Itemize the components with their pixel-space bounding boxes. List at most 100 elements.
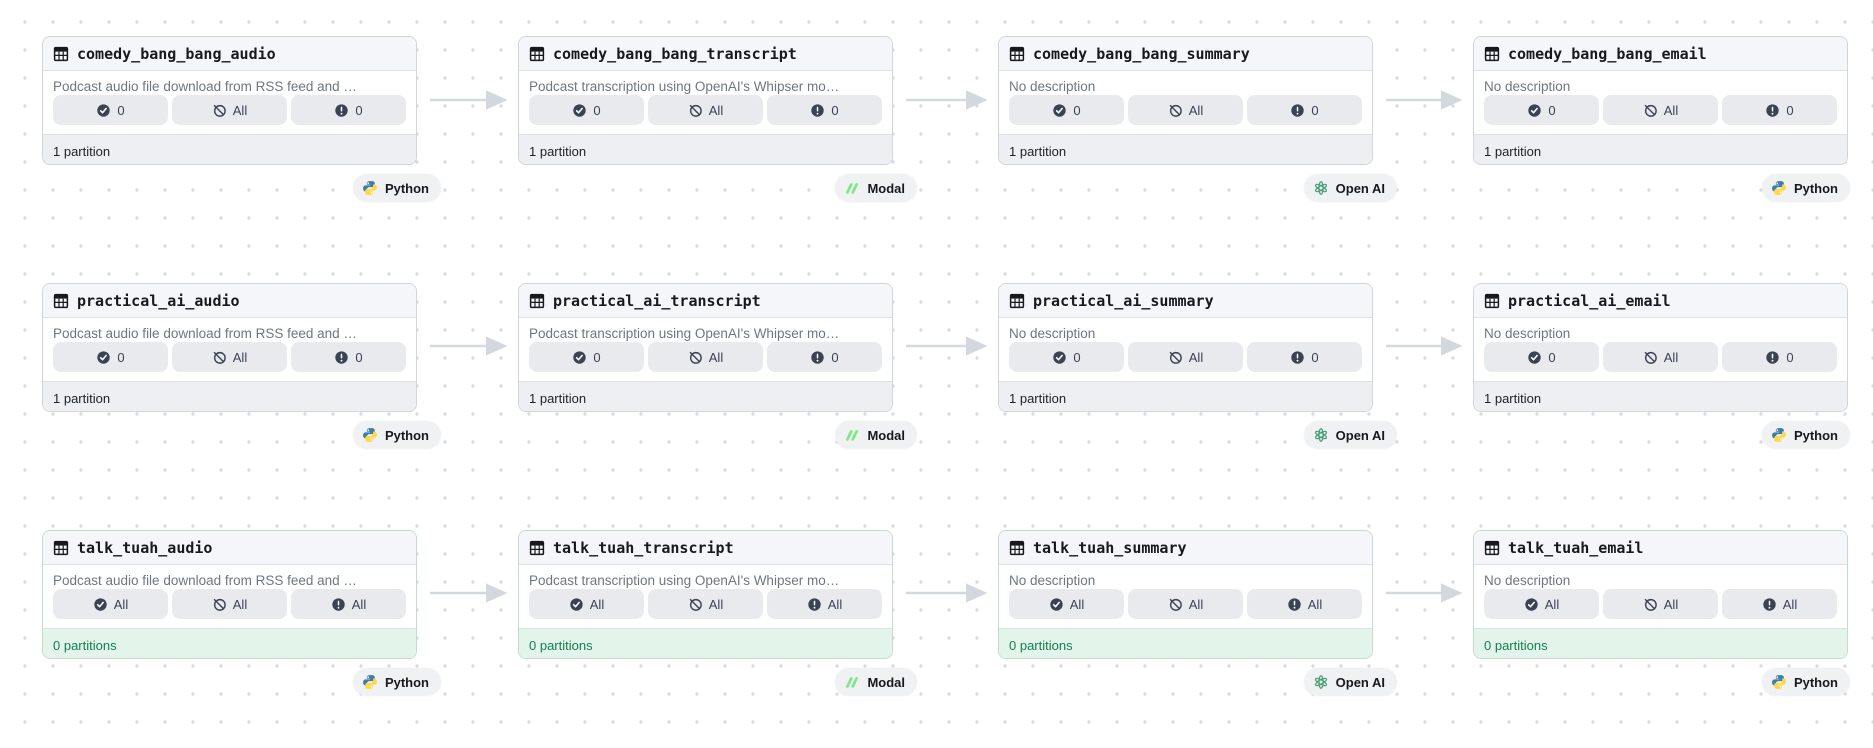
missing-count-badge[interactable]: All bbox=[648, 589, 763, 619]
partition-footer: 0 partitions bbox=[43, 628, 416, 658]
python-icon bbox=[362, 674, 378, 690]
compute-kind-tag[interactable]: Python bbox=[1761, 421, 1850, 449]
materialized-count-badge[interactable]: 0 bbox=[529, 342, 644, 372]
asset-badge-row: 0 All bbox=[53, 342, 406, 372]
missing-count-badge[interactable]: All bbox=[172, 342, 287, 372]
asset-description: No description bbox=[1484, 79, 1571, 94]
asset-card-header: practical_ai_audio bbox=[43, 284, 416, 318]
asset-node[interactable]: practical_ai_transcript Podcast transcri… bbox=[518, 283, 917, 449]
asset-node[interactable]: practical_ai_summary No description 0 bbox=[998, 283, 1397, 449]
partition-footer: 1 partition bbox=[999, 381, 1372, 411]
missing-count-badge[interactable]: All bbox=[1603, 342, 1718, 372]
compute-kind-tag[interactable]: Python bbox=[352, 174, 441, 202]
materialized-count-badge[interactable]: 0 bbox=[529, 95, 644, 125]
asset-card-body: No description 0 bbox=[1474, 71, 1847, 134]
materialized-count-badge[interactable]: All bbox=[1009, 589, 1124, 619]
asset-card[interactable]: practical_ai_summary No description 0 bbox=[998, 283, 1373, 412]
table-icon bbox=[529, 540, 545, 556]
compute-kind-tag[interactable]: Open AI bbox=[1303, 421, 1397, 449]
asset-node[interactable]: practical_ai_email No description 0 bbox=[1473, 283, 1850, 449]
badge-value: 0 bbox=[1073, 349, 1081, 365]
failed-count-badge[interactable]: 0 bbox=[291, 95, 406, 125]
failed-count-badge[interactable]: All bbox=[291, 589, 406, 619]
asset-node[interactable]: talk_tuah_summary No description All bbox=[998, 530, 1397, 696]
compute-kind-tag[interactable]: Python bbox=[352, 668, 441, 696]
asset-node[interactable]: talk_tuah_transcript Podcast transcripti… bbox=[518, 530, 917, 696]
failed-count-badge[interactable]: All bbox=[767, 589, 882, 619]
missing-count-badge[interactable]: All bbox=[1128, 95, 1243, 125]
materialized-count-badge[interactable]: 0 bbox=[53, 342, 168, 372]
asset-card[interactable]: practical_ai_transcript Podcast transcri… bbox=[518, 283, 893, 412]
asset-node[interactable]: comedy_bang_bang_summary No description … bbox=[998, 36, 1397, 202]
compute-kind-tag[interactable]: Modal bbox=[835, 174, 917, 202]
asset-name: talk_tuah_summary bbox=[1033, 538, 1187, 557]
table-icon bbox=[53, 293, 69, 309]
asset-description: No description bbox=[1009, 79, 1096, 94]
asset-node[interactable]: comedy_bang_bang_transcript Podcast tran… bbox=[518, 36, 917, 202]
partition-count: 1 partition bbox=[1009, 143, 1067, 159]
asset-card[interactable]: talk_tuah_audio Podcast audio file downl… bbox=[42, 530, 417, 659]
materialized-count-badge[interactable]: All bbox=[1484, 589, 1599, 619]
failed-count-badge[interactable]: 0 bbox=[1722, 95, 1837, 125]
compute-kind-tag[interactable]: Python bbox=[352, 421, 441, 449]
failed-count-badge[interactable]: All bbox=[1247, 589, 1362, 619]
compute-kind-tag[interactable]: Python bbox=[1761, 174, 1850, 202]
compute-kind-tag[interactable]: Modal bbox=[835, 421, 917, 449]
python-icon bbox=[1771, 180, 1787, 196]
compute-kind-label: Python bbox=[384, 427, 429, 443]
missing-count-badge[interactable]: All bbox=[172, 589, 287, 619]
asset-card[interactable]: comedy_bang_bang_transcript Podcast tran… bbox=[518, 36, 893, 165]
asset-card[interactable]: practical_ai_email No description 0 bbox=[1473, 283, 1848, 412]
failed-count-badge[interactable]: 0 bbox=[767, 95, 882, 125]
asset-node[interactable]: practical_ai_audio Podcast audio file do… bbox=[42, 283, 441, 449]
partition-count: 0 partitions bbox=[53, 637, 117, 653]
failed-count-badge[interactable]: 0 bbox=[1247, 342, 1362, 372]
asset-card[interactable]: talk_tuah_summary No description All bbox=[998, 530, 1373, 659]
table-icon bbox=[53, 46, 69, 62]
asset-card[interactable]: talk_tuah_email No description All bbox=[1473, 530, 1848, 659]
asset-card[interactable]: comedy_bang_bang_summary No description … bbox=[998, 36, 1373, 165]
compute-kind-label: Python bbox=[1793, 180, 1838, 196]
table-icon bbox=[1009, 46, 1025, 62]
failed-count-badge[interactable]: All bbox=[1722, 589, 1837, 619]
compute-kind-tag[interactable]: Modal bbox=[835, 668, 917, 696]
materialized-count-badge[interactable]: 0 bbox=[1009, 95, 1124, 125]
failed-count-badge[interactable]: 0 bbox=[1722, 342, 1837, 372]
partition-footer: 0 partitions bbox=[519, 628, 892, 658]
missing-count-badge[interactable]: All bbox=[648, 342, 763, 372]
asset-node[interactable]: talk_tuah_email No description All bbox=[1473, 530, 1850, 696]
compute-kind-label: Python bbox=[1793, 674, 1838, 690]
asset-node[interactable]: talk_tuah_audio Podcast audio file downl… bbox=[42, 530, 441, 696]
ban-icon bbox=[688, 597, 703, 612]
asset-badge-row: 0 All bbox=[529, 95, 882, 125]
missing-count-badge[interactable]: All bbox=[1603, 589, 1718, 619]
materialized-count-badge[interactable]: 0 bbox=[1484, 95, 1599, 125]
failed-count-badge[interactable]: 0 bbox=[767, 342, 882, 372]
missing-count-badge[interactable]: All bbox=[1128, 342, 1243, 372]
compute-kind-tag[interactable]: Open AI bbox=[1303, 174, 1397, 202]
materialized-count-badge[interactable]: All bbox=[53, 589, 168, 619]
compute-kind-tag[interactable]: Open AI bbox=[1303, 668, 1397, 696]
materialized-count-badge[interactable]: 0 bbox=[53, 95, 168, 125]
asset-card[interactable]: comedy_bang_bang_audio Podcast audio fil… bbox=[42, 36, 417, 165]
asset-node[interactable]: comedy_bang_bang_audio Podcast audio fil… bbox=[42, 36, 441, 202]
missing-count-badge[interactable]: All bbox=[648, 95, 763, 125]
missing-count-badge[interactable]: All bbox=[172, 95, 287, 125]
failed-count-badge[interactable]: 0 bbox=[1247, 95, 1362, 125]
asset-node[interactable]: comedy_bang_bang_email No description 0 bbox=[1473, 36, 1850, 202]
asset-card[interactable]: talk_tuah_transcript Podcast transcripti… bbox=[518, 530, 893, 659]
partition-count: 1 partition bbox=[1009, 390, 1067, 406]
asset-card[interactable]: practical_ai_audio Podcast audio file do… bbox=[42, 283, 417, 412]
materialized-count-badge[interactable]: All bbox=[529, 589, 644, 619]
badge-value: 0 bbox=[355, 102, 363, 118]
missing-count-badge[interactable]: All bbox=[1603, 95, 1718, 125]
failed-count-badge[interactable]: 0 bbox=[291, 342, 406, 372]
asset-card[interactable]: comedy_bang_bang_email No description 0 bbox=[1473, 36, 1848, 165]
compute-kind-tag[interactable]: Python bbox=[1761, 668, 1850, 696]
materialized-count-badge[interactable]: 0 bbox=[1009, 342, 1124, 372]
asset-description: Podcast transcription using OpenAI's Whi… bbox=[529, 326, 840, 341]
missing-count-badge[interactable]: All bbox=[1128, 589, 1243, 619]
partition-count: 0 partitions bbox=[1484, 637, 1548, 653]
materialized-count-badge[interactable]: 0 bbox=[1484, 342, 1599, 372]
